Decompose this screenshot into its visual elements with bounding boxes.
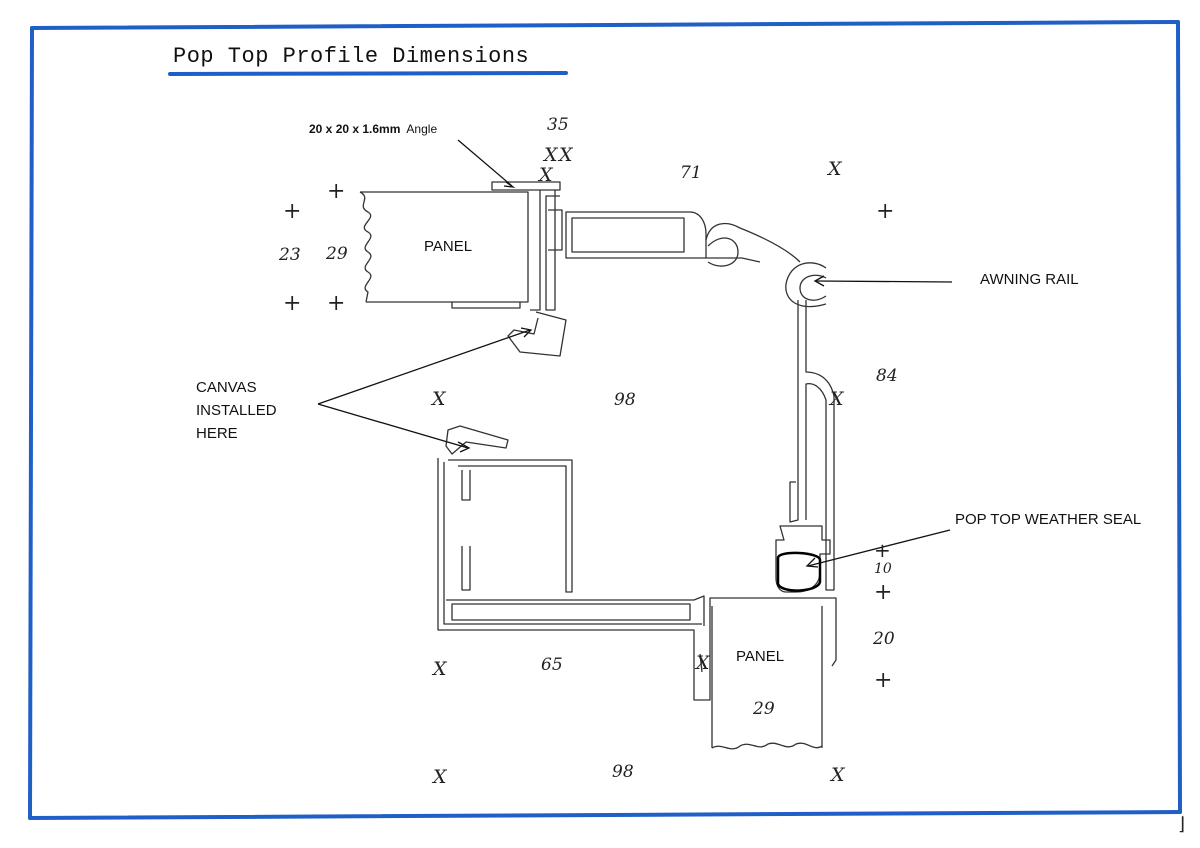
- top-rail: [565, 211, 801, 267]
- x-mark: X: [830, 388, 844, 410]
- angle-size: 20 x 20 x 1.6mm: [309, 122, 401, 136]
- panel-label-bottom: PANEL: [736, 648, 785, 665]
- plus-mark: +: [283, 291, 302, 316]
- x-mark: X: [559, 144, 573, 166]
- lower-canvas-channel: [445, 425, 509, 455]
- dimension-20: 20: [873, 629, 895, 649]
- dimension-84: 84: [876, 366, 898, 386]
- x-mark: X: [433, 766, 447, 788]
- dimension-10: 10: [874, 561, 892, 577]
- weather-seal-profile: [775, 525, 831, 593]
- plus-mark: +: [327, 179, 346, 204]
- angle-word: Angle: [406, 122, 438, 136]
- dimension-98-middle: 98: [614, 390, 636, 410]
- angle-spec-label: 20 x 20 x 1.6mm Angle: [309, 122, 437, 136]
- canvas-label-line1: CANVAS: [196, 379, 257, 396]
- x-mark: X: [696, 652, 710, 674]
- dimension-71: 71: [680, 163, 702, 183]
- dimension-98-bottom: 98: [612, 762, 634, 782]
- x-mark: X: [831, 764, 845, 786]
- plus-mark: +: [876, 199, 895, 224]
- dimension-23: 23: [279, 245, 301, 265]
- dimension-29-bottom: 29: [753, 699, 775, 719]
- profile-drawing: [359, 181, 837, 750]
- right-vertical-leg: [789, 300, 835, 591]
- weather-seal-label: POP TOP WEATHER SEAL: [955, 511, 1142, 528]
- title-underline: [168, 71, 568, 76]
- plus-mark: +: [874, 538, 891, 562]
- canvas-label-line2: INSTALLED: [196, 402, 277, 419]
- plus-mark: +: [874, 668, 893, 693]
- x-mark: X: [828, 158, 842, 180]
- x-mark: X: [539, 164, 553, 186]
- angle-bracket: [491, 181, 561, 311]
- bottom-panel: [711, 606, 823, 750]
- dimension-29-left: 29: [326, 244, 348, 264]
- leader-arrows: [317, 139, 953, 568]
- top-panel: [359, 191, 529, 303]
- plus-mark: +: [874, 580, 893, 605]
- bottom-rail: [437, 458, 837, 701]
- page-title: Pop Top Profile Dimensions: [173, 44, 530, 69]
- blue-border: [28, 20, 1182, 820]
- plus-mark: +: [283, 199, 302, 224]
- dimension-65: 65: [541, 655, 563, 675]
- x-mark: X: [544, 144, 558, 166]
- x-mark: X: [432, 388, 446, 410]
- awning-rail-profile: [785, 262, 827, 308]
- corner-mark: ⌋: [1178, 814, 1186, 835]
- panel-label-top: PANEL: [424, 238, 473, 255]
- awning-rail-label: AWNING RAIL: [980, 271, 1079, 288]
- x-mark: X: [433, 658, 447, 680]
- plus-mark: +: [327, 291, 346, 316]
- canvas-label-line3: HERE: [196, 425, 238, 442]
- dimension-35: 35: [547, 115, 569, 135]
- upper-canvas-channel: [507, 311, 567, 357]
